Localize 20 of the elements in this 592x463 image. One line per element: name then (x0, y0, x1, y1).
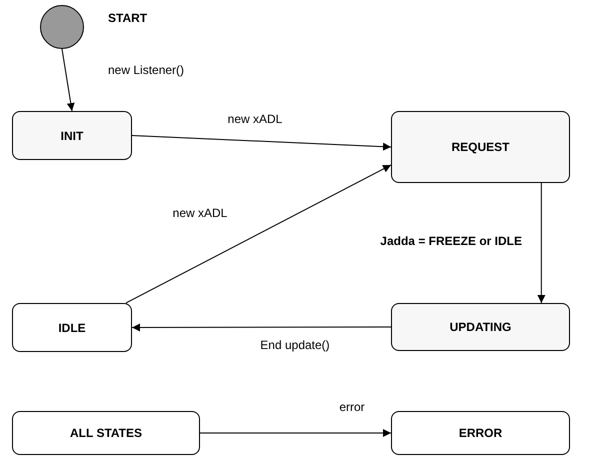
state-box (391, 111, 570, 183)
arrow (537, 182, 546, 304)
arrow (132, 323, 392, 332)
state-name: UPDATING (450, 320, 512, 334)
state-name: IDLE (58, 320, 86, 334)
state-name: INIT (60, 128, 84, 142)
state-name: REQUEST (451, 140, 510, 154)
arrow (126, 164, 392, 304)
state-name: ERROR (458, 426, 502, 440)
arrow (132, 135, 392, 151)
state-box (12, 111, 132, 160)
state-caption: START (108, 11, 148, 25)
state-box (391, 303, 570, 351)
start-circle (40, 5, 84, 49)
arrow (200, 429, 392, 437)
arrow (62, 48, 75, 112)
state-name: ALL STATES (70, 426, 142, 440)
state-box (12, 411, 200, 455)
state-box (12, 303, 132, 352)
state-box (391, 411, 570, 455)
